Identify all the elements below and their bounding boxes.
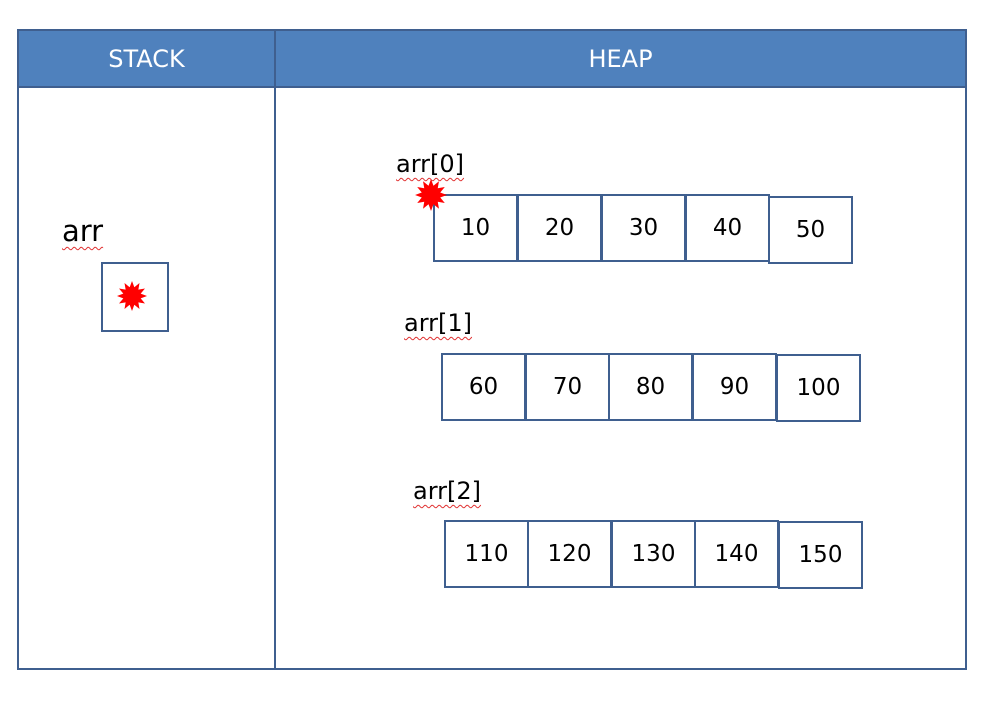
heap-cell-1-4: 100 <box>776 354 861 422</box>
heap-cell-2-1: 120 <box>527 520 612 588</box>
starburst-shape <box>415 179 447 211</box>
heap-cell-2-4: 150 <box>778 521 863 589</box>
header-row: STACK HEAP <box>19 31 965 88</box>
heap-row-label-2: arr[2] <box>413 477 481 505</box>
heap-cell-2-2: 130 <box>611 520 696 588</box>
heap-row-label-text-1: arr[1] <box>404 309 473 337</box>
heap-cell-1-1: 70 <box>525 353 610 421</box>
red-starburst-icon <box>117 281 147 311</box>
heap-cell-1-3: 90 <box>692 353 777 421</box>
heap-cell-1-2: 80 <box>608 353 693 421</box>
heap-row-label-1: arr[1] <box>404 309 472 337</box>
heap-cell-2-0: 110 <box>444 520 529 588</box>
stack-variable-name: arr <box>62 214 104 248</box>
heap-row-label-text-0: arr[0] <box>396 150 465 178</box>
heap-cell-0-2: 30 <box>601 194 686 262</box>
heap-cell-0-1: 20 <box>517 194 602 262</box>
red-starburst-icon <box>415 179 447 211</box>
heap-cell-0-0: 10 <box>433 194 518 262</box>
column-divider <box>274 31 276 668</box>
memory-diagram-frame: STACK HEAP <box>17 29 967 670</box>
heap-row-label-0: arr[0] <box>396 150 464 178</box>
stack-column-title: STACK <box>108 45 185 73</box>
starburst-shape <box>117 281 147 311</box>
heap-cell-0-4: 50 <box>768 196 853 264</box>
heap-row-label-text-2: arr[2] <box>413 477 482 505</box>
stack-variable-label: arr <box>62 214 103 248</box>
heap-cell-1-0: 60 <box>441 353 526 421</box>
heap-cell-2-3: 140 <box>694 520 779 588</box>
heap-column-title: HEAP <box>588 45 653 73</box>
heap-cell-0-3: 40 <box>685 194 770 262</box>
